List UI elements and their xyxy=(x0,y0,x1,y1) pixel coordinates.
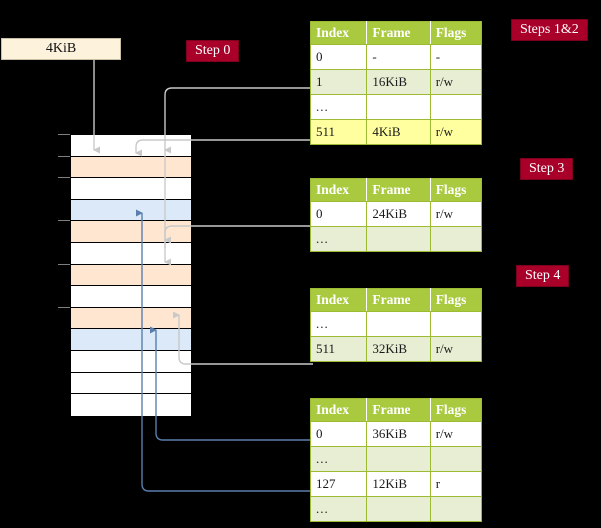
cell-frame xyxy=(366,226,431,252)
column-header-flags: Flags xyxy=(430,21,482,45)
cell-index: 1 xyxy=(310,69,368,95)
table-row: ... xyxy=(310,94,482,120)
cell-index: 0 xyxy=(310,421,368,447)
cell-flags xyxy=(430,446,482,472)
cell-flags: r xyxy=(430,471,482,497)
cell-frame: 24KiB xyxy=(366,201,431,227)
table-header-row: Index Frame Flags xyxy=(310,178,482,202)
page-table-bottom: Index Frame Flags 0 36KiB r/w ... 127 12… xyxy=(310,398,482,522)
memory-frame-free xyxy=(71,372,191,395)
column-header-frame: Frame xyxy=(366,288,431,312)
page-table-steps-1-2: Index Frame Flags 0 - - 1 16KiB r/w ... xyxy=(310,21,482,145)
cell-index: ... xyxy=(310,226,368,252)
page-table-step-4: Index Frame Flags ... 511 32KiB r/w xyxy=(310,288,482,362)
table-row: 1 16KiB r/w xyxy=(310,69,482,95)
cell-index: ... xyxy=(310,94,368,120)
cell-index: 511 xyxy=(310,336,368,362)
memory-tick-mark xyxy=(58,155,70,157)
cell-flags xyxy=(430,311,482,337)
cell-frame xyxy=(366,446,431,472)
cell-frame: - xyxy=(366,44,431,70)
column-header-flags: Flags xyxy=(430,398,482,422)
physical-memory-column xyxy=(70,134,191,416)
cell-frame xyxy=(366,94,431,120)
column-header-frame: Frame xyxy=(366,21,431,45)
table-row: 0 36KiB r/w xyxy=(310,421,482,447)
memory-frame-mapped xyxy=(71,329,191,351)
cell-flags xyxy=(430,226,482,252)
memory-frame-free xyxy=(71,394,191,416)
cell-index: 127 xyxy=(310,471,368,497)
request-size-box: 4KiB xyxy=(1,38,121,60)
cell-flags xyxy=(430,496,482,522)
page-table-step-3: Index Frame Flags 0 24KiB r/w ... xyxy=(310,178,482,252)
cell-index: 511 xyxy=(310,119,368,145)
badge-step-4: Step 4 xyxy=(516,265,570,287)
memory-frame-mapped xyxy=(71,199,191,222)
cell-flags: r/w xyxy=(430,421,482,447)
cell-flags: - xyxy=(430,44,482,70)
memory-tick-mark xyxy=(58,134,70,135)
memory-tick-mark xyxy=(58,263,70,265)
memory-frame-free xyxy=(71,243,191,265)
memory-frame-used xyxy=(71,307,191,330)
cell-frame: 36KiB xyxy=(366,421,431,447)
cell-flags: r/w xyxy=(430,119,482,145)
cell-index: 0 xyxy=(310,201,368,227)
cell-frame xyxy=(366,496,431,522)
cell-index: ... xyxy=(310,311,368,337)
column-header-flags: Flags xyxy=(430,288,482,312)
cell-flags xyxy=(430,94,482,120)
cell-frame xyxy=(366,311,431,337)
badge-step-3: Step 3 xyxy=(520,158,574,180)
column-header-index: Index xyxy=(310,288,368,312)
table-row: ... xyxy=(310,496,482,522)
table-row: ... xyxy=(310,311,482,337)
cell-frame: 32KiB xyxy=(366,336,431,362)
table-header-row: Index Frame Flags xyxy=(310,21,482,45)
cell-index: ... xyxy=(310,446,368,472)
cell-index: 0 xyxy=(310,44,368,70)
memory-frame-free xyxy=(71,178,191,200)
table-row: 511 32KiB r/w xyxy=(310,336,482,362)
memory-tick-mark xyxy=(58,177,70,179)
cell-flags: r/w xyxy=(430,69,482,95)
column-header-frame: Frame xyxy=(366,398,431,422)
memory-frame-free xyxy=(71,135,191,157)
cell-frame: 4KiB xyxy=(366,119,431,145)
memory-frame-used xyxy=(71,221,191,243)
table-header-row: Index Frame Flags xyxy=(310,288,482,312)
cell-index: ... xyxy=(310,496,368,522)
cell-frame: 12KiB xyxy=(366,471,431,497)
memory-tick-mark xyxy=(58,220,70,222)
column-header-index: Index xyxy=(310,398,368,422)
cell-flags: r/w xyxy=(430,201,482,227)
memory-frame-used xyxy=(71,156,191,179)
memory-frame-free xyxy=(71,286,191,308)
table-row: 0 - - xyxy=(310,44,482,70)
request-size-label: 4KiB xyxy=(45,41,77,56)
column-header-frame: Frame xyxy=(366,178,431,202)
column-header-flags: Flags xyxy=(430,178,482,202)
table-row: 511 4KiB r/w xyxy=(310,119,482,145)
badge-steps-1-and-2: Steps 1&2 xyxy=(511,19,588,41)
table-row: ... xyxy=(310,446,482,472)
column-header-index: Index xyxy=(310,178,368,202)
memory-tick-mark xyxy=(58,306,70,308)
table-header-row: Index Frame Flags xyxy=(310,398,482,422)
badge-step-0: Step 0 xyxy=(186,40,240,62)
memory-frame-used xyxy=(71,264,191,287)
table-row: 0 24KiB r/w xyxy=(310,201,482,227)
wire-t3-row511-to-memory xyxy=(173,311,313,365)
cell-flags: r/w xyxy=(430,336,482,362)
cell-frame: 16KiB xyxy=(366,69,431,95)
column-header-index: Index xyxy=(310,21,368,45)
memory-frame-free xyxy=(71,351,191,373)
table-row: 127 12KiB r xyxy=(310,471,482,497)
table-row: ... xyxy=(310,226,482,252)
